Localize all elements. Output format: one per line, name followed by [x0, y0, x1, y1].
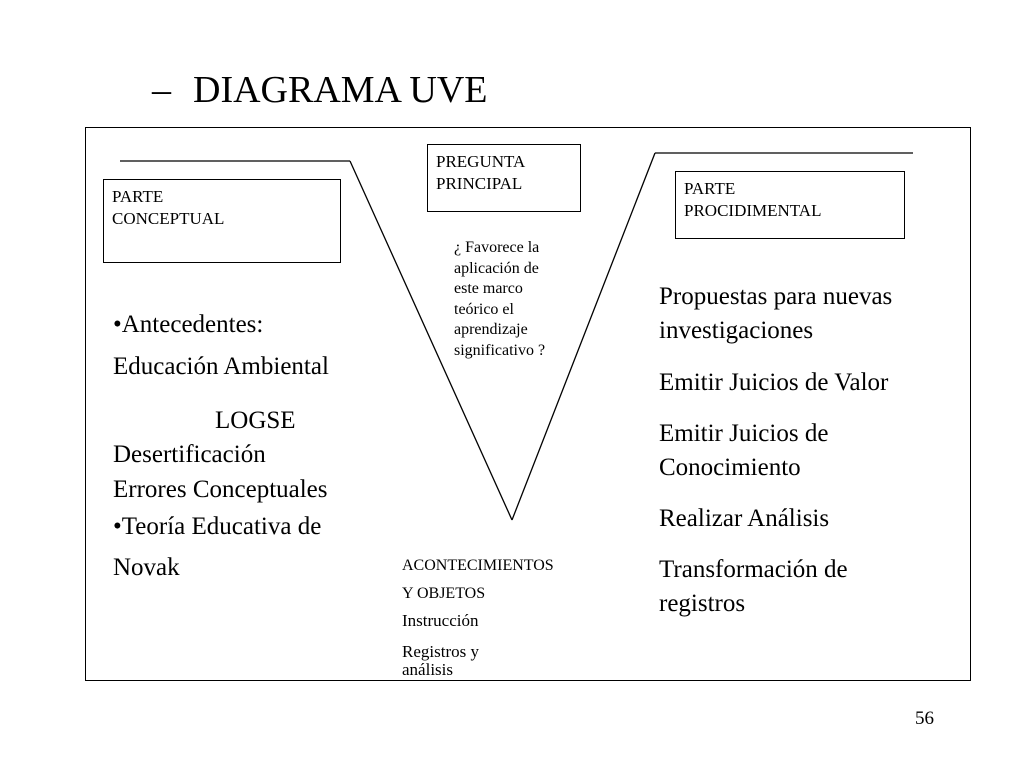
- v-left-arm: [349, 160, 513, 521]
- juicios-conocimiento-line1: Emitir Juicios de: [659, 420, 829, 447]
- propuestas-line2: investigaciones: [659, 317, 814, 344]
- instruccion: Instrucción: [402, 611, 479, 630]
- procedural-box-line2: PROCIDIMENTAL: [684, 201, 822, 220]
- juicios-valor: Emitir Juicios de Valor: [659, 369, 889, 396]
- question-box-line1: PREGUNTA: [436, 152, 526, 171]
- conceptual-box-line1: PARTE: [112, 187, 164, 206]
- antecedentes-label: •Antecedentes:: [113, 311, 264, 338]
- desertificacion: Desertificación: [113, 441, 266, 468]
- acontecimientos-line1: ACONTECIMIENTOS: [402, 557, 554, 574]
- question-box-line2: PRINCIPAL: [436, 174, 523, 193]
- slide-title: –DIAGRAMA UVE: [152, 68, 488, 112]
- analisis: análisis: [402, 660, 453, 679]
- teoria-educativa: •Teoría Educativa de: [113, 513, 322, 540]
- procedural-box-line1: PARTE: [684, 179, 736, 198]
- focus-question-line: ¿ Favorece la: [454, 239, 540, 256]
- juicios-conocimiento-line2: Conocimiento: [659, 454, 801, 481]
- v-right-arm: [511, 152, 656, 521]
- logse: LOGSE: [215, 407, 296, 434]
- page-number: 56: [915, 708, 934, 729]
- focus-question-line: aplicación de: [454, 259, 539, 277]
- focus-question-line: aprendizaje: [454, 321, 528, 338]
- realizar-analisis: Realizar Análisis: [659, 505, 830, 532]
- question-box: PREGUNTA PRINCIPAL: [427, 144, 581, 212]
- errores-conceptuales: Errores Conceptuales: [113, 476, 328, 503]
- focus-question-line: este marco: [454, 280, 523, 297]
- conceptual-box: PARTE CONCEPTUAL: [103, 179, 341, 263]
- focus-question-line: teórico el: [454, 300, 514, 318]
- transformacion-line1: Transformación de: [659, 556, 848, 583]
- conceptual-box-line2: CONCEPTUAL: [112, 209, 225, 228]
- title-dash: –: [152, 69, 171, 111]
- acontecimientos-line2: Y OBJETOS: [402, 585, 486, 602]
- title-text: DIAGRAMA UVE: [193, 69, 488, 111]
- educacion-ambiental: Educación Ambiental: [113, 353, 329, 380]
- focus-question-line: significativo ?: [454, 341, 546, 359]
- procedural-box: PARTE PROCIDIMENTAL: [675, 171, 905, 239]
- registros: Registros y: [402, 642, 479, 661]
- novak: Novak: [113, 554, 180, 581]
- diagram-frame: [85, 127, 971, 681]
- propuestas-line1: Propuestas para nuevas: [659, 283, 893, 310]
- transformacion-line2: registros: [659, 590, 746, 617]
- focus-question: ¿ Favorece la aplicación de este marco t…: [454, 238, 584, 361]
